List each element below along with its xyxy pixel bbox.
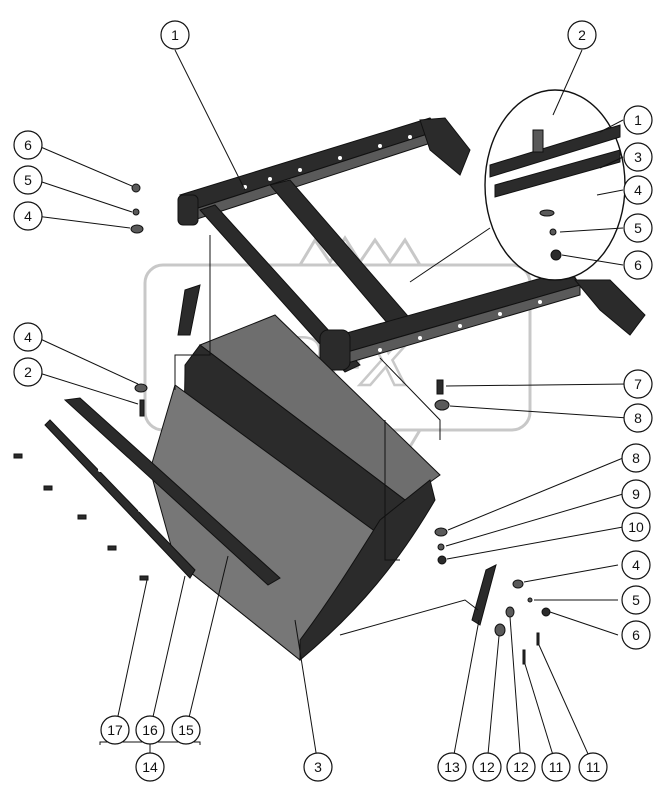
callout-6-detail: 6: [623, 250, 653, 280]
callout-12-b: 12: [506, 752, 536, 782]
callout-5-left: 5: [13, 165, 43, 195]
detail-view: [484, 89, 626, 281]
callout-label: 11: [586, 759, 601, 775]
callout-6-right: 6: [621, 620, 651, 650]
callout-label: 6: [24, 137, 32, 153]
callout-label: 14: [142, 759, 158, 775]
callout-label: 5: [632, 592, 640, 608]
callout-label: 8: [632, 450, 640, 466]
callout-16: 16: [135, 715, 165, 745]
callout-11-a: 11: [541, 752, 571, 782]
callout-4-mid: 4: [13, 322, 43, 352]
callout-3-detail: 3: [623, 142, 653, 172]
callout-label: 16: [142, 722, 158, 738]
callout-label: 9: [632, 486, 640, 502]
callout-3-bottom: 3: [303, 752, 333, 782]
callout-label: 3: [634, 149, 642, 165]
callout-label: 11: [549, 759, 564, 775]
cutting-edge-parts: [44, 397, 281, 586]
callout-label: 5: [24, 172, 32, 188]
callout-1-detail: 1: [623, 105, 653, 135]
callout-2-mid: 2: [13, 357, 43, 387]
callout-label: 15: [178, 722, 194, 738]
callout-label: 7: [634, 376, 642, 392]
leader-lines: [35, 49, 629, 766]
callout-label: 1: [634, 112, 642, 128]
callout-label: 2: [24, 364, 32, 380]
callout-label: 4: [24, 329, 32, 345]
callout-9: 9: [621, 479, 651, 509]
callout-4-detail: 4: [623, 175, 653, 205]
callout-label: 6: [634, 257, 642, 273]
callout-8-a: 8: [623, 403, 653, 433]
callout-label: 4: [632, 557, 640, 573]
callout-10: 10: [621, 512, 651, 542]
callout-12-a: 12: [472, 752, 502, 782]
callout-13: 13: [437, 752, 467, 782]
callout-5-detail: 5: [623, 213, 653, 243]
callout-label: 8: [634, 410, 642, 426]
callout-label: 12: [479, 759, 495, 775]
callout-5-right: 5: [621, 585, 651, 615]
callout-label: 13: [444, 759, 460, 775]
callout-label: 6: [632, 627, 640, 643]
callout-11-b: 11: [578, 752, 608, 782]
callout-6-left: 6: [13, 130, 43, 160]
callout-4-right: 4: [621, 550, 651, 580]
callout-label: 2: [578, 27, 586, 43]
callout-label: 17: [107, 722, 123, 738]
shovel-body: [149, 314, 441, 662]
frame-assembly: [177, 117, 646, 373]
callout-1-top: 1: [160, 20, 190, 50]
callout-8-b: 8: [621, 443, 651, 473]
callout-label: 4: [634, 182, 642, 198]
callout-14: 14: [135, 752, 165, 782]
callout-label: 12: [513, 759, 529, 775]
callout-label: 10: [628, 519, 644, 535]
callout-label: 5: [634, 220, 642, 236]
callout-7: 7: [623, 369, 653, 399]
callout-4-left: 4: [13, 201, 43, 231]
callout-label: 4: [24, 208, 32, 224]
callout-2-top: 2: [567, 20, 597, 50]
callout-15: 15: [171, 715, 201, 745]
callout-label: 1: [171, 27, 179, 43]
callout-17: 17: [100, 715, 130, 745]
callout-label: 3: [314, 759, 322, 775]
